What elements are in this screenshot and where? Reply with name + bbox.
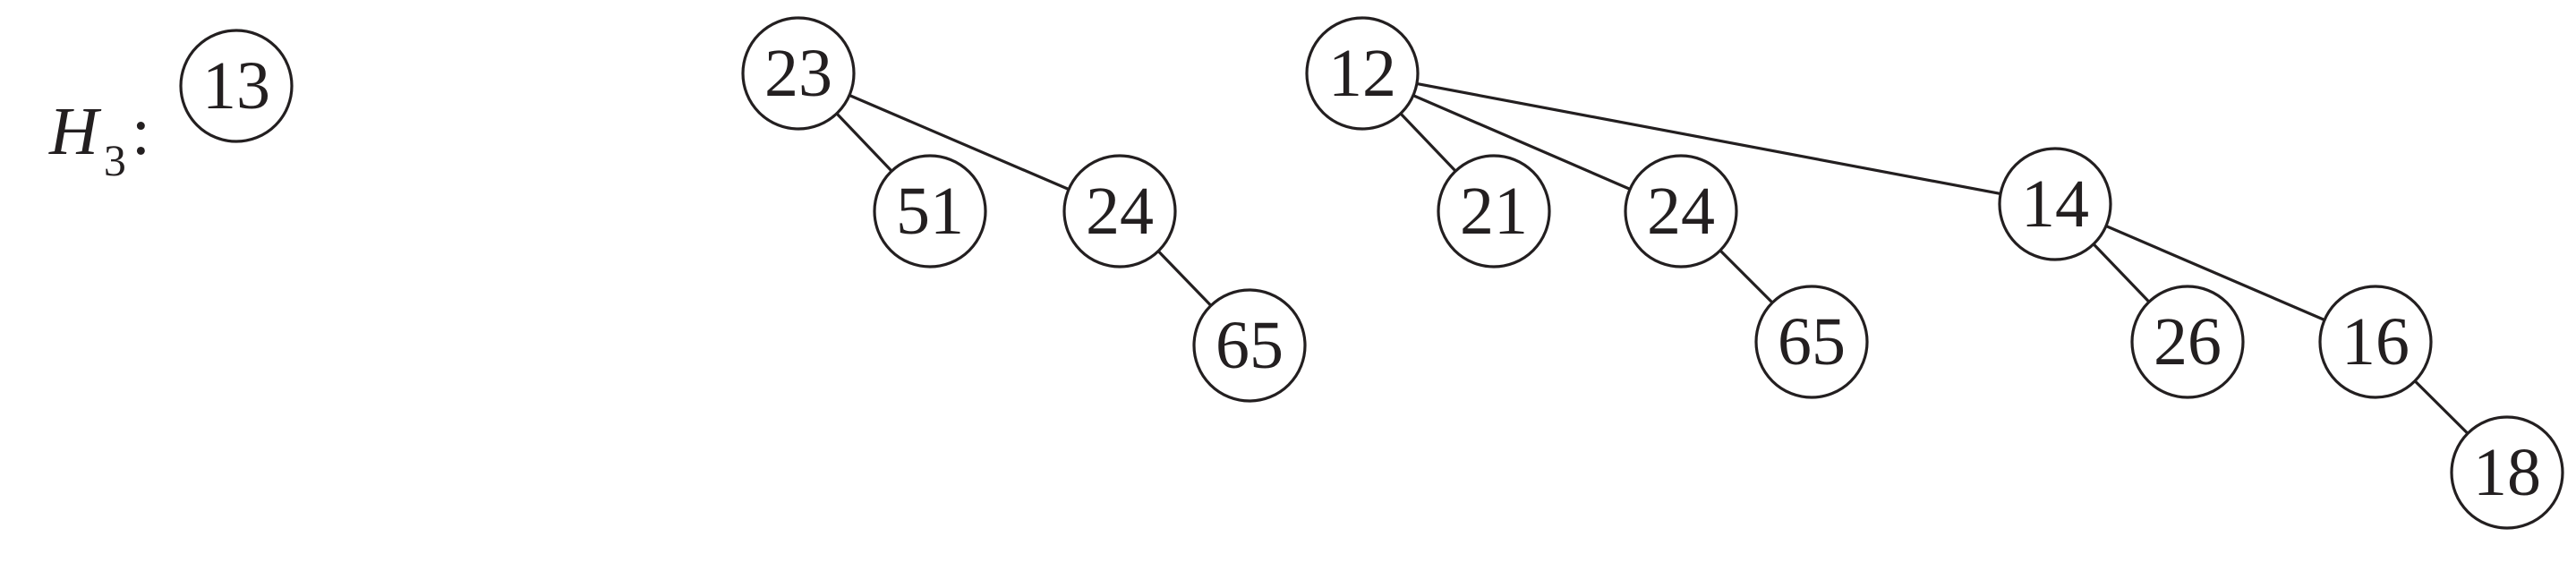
node-circle [1062, 154, 1177, 268]
heap-label-name: H [48, 94, 102, 169]
node-key: 24 [1647, 174, 1715, 249]
node-circle [2450, 415, 2564, 530]
tree-node: 23 [741, 16, 856, 131]
tree-node: 16 [2318, 285, 2433, 399]
tree-node: 24 [1062, 154, 1177, 268]
tree-node: 65 [1192, 288, 1307, 403]
node-key: 24 [1086, 174, 1154, 249]
node-circle [1192, 288, 1307, 403]
node-key: 23 [764, 36, 832, 111]
node-key: 14 [2021, 166, 2089, 242]
node-circle [179, 29, 294, 143]
tree-node: 21 [1437, 154, 1551, 268]
node-circle [741, 16, 856, 131]
tree-node: 24 [1624, 154, 1738, 268]
edges-layer [797, 72, 2509, 474]
node-circle [1305, 16, 1420, 131]
node-key: 26 [2154, 304, 2222, 379]
heap-label-subscript: 3 [104, 135, 126, 185]
node-key: 51 [896, 174, 964, 249]
node-circle [2318, 285, 2433, 399]
tree-node: 14 [1998, 147, 2112, 261]
tree-node: 26 [2130, 285, 2245, 399]
tree-node: 65 [1754, 285, 1869, 399]
node-key: 12 [1328, 36, 1396, 111]
tree-edge [1361, 72, 1682, 213]
heap-label-colon: : [132, 94, 150, 169]
node-key: 21 [1460, 174, 1528, 249]
tree-node: 12 [1305, 16, 1420, 131]
tree-edge [2054, 202, 2376, 344]
node-circle [1624, 154, 1738, 268]
node-key: 18 [2473, 435, 2541, 510]
tree-node: 51 [873, 154, 987, 268]
node-circle [1998, 147, 2112, 261]
tree-edge [1361, 72, 2056, 206]
node-circle [2130, 285, 2245, 399]
node-key: 13 [202, 48, 270, 124]
node-circle [1754, 285, 1869, 399]
node-circle [1437, 154, 1551, 268]
tree-node: 13 [179, 29, 294, 143]
nodes-layer: 13 23 51 24 65 12 21 24 65 14 26 16 18 [179, 16, 2564, 530]
node-key: 65 [1215, 308, 1284, 383]
node-key: 16 [2341, 304, 2410, 379]
tree-node: 18 [2450, 415, 2564, 530]
node-circle [873, 154, 987, 268]
tree-edge [798, 72, 1121, 213]
node-key: 65 [1778, 304, 1846, 379]
